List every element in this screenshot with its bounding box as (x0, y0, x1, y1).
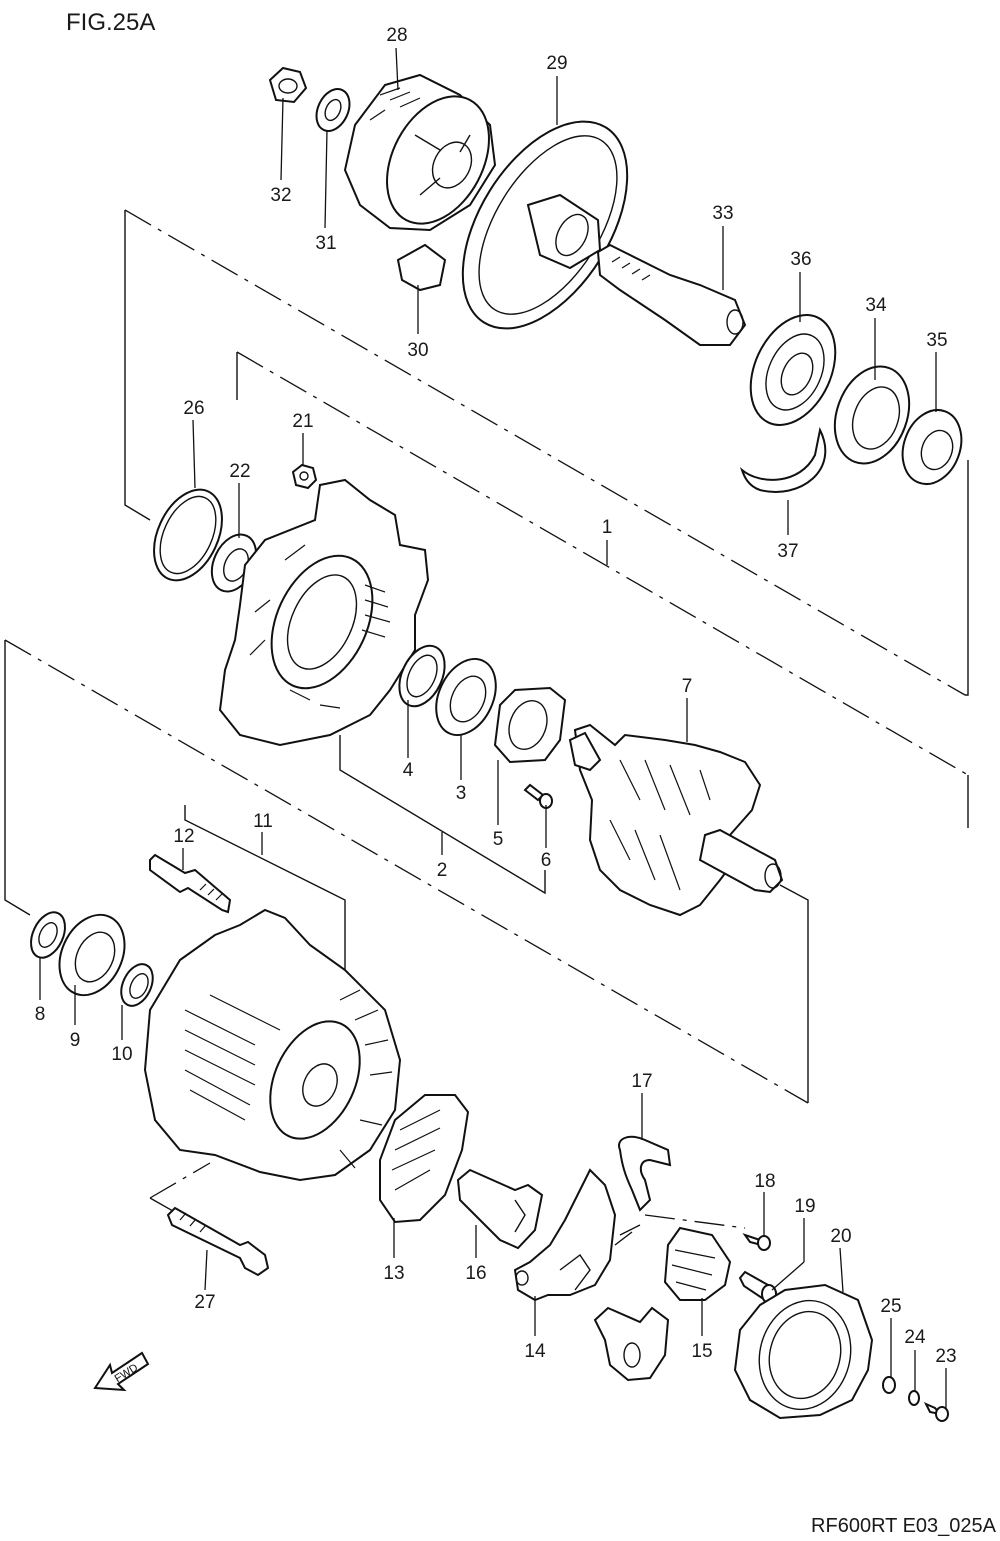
damper-rubber (396, 243, 447, 292)
forward-arrow-icon: FWD (93, 1351, 150, 1392)
callout-1: 1 (602, 517, 613, 538)
rotor (568, 723, 784, 917)
bearing-large (749, 314, 837, 426)
retainer-plate (493, 686, 567, 764)
bearing-rear (58, 913, 126, 997)
assembly-bracket-1 (124, 209, 969, 696)
callout-26: 26 (183, 398, 204, 419)
callout-10: 10 (111, 1044, 132, 1065)
callout-33: 33 (712, 203, 733, 224)
callout-32: 32 (270, 185, 291, 206)
bolt-19 (738, 1270, 778, 1304)
rear-cover (733, 1283, 874, 1420)
washer-25 (882, 1376, 896, 1394)
reference-code: RF600RT E03_025A (811, 1515, 997, 1537)
callout-18: 18 (754, 1171, 775, 1192)
callout-15: 15 (691, 1341, 712, 1362)
assembly-bracket-3 (4, 639, 809, 1104)
screw (523, 783, 553, 809)
callout-labels: 28 29 32 31 30 33 36 34 35 37 1 26 22 21… (35, 25, 957, 1367)
regulator-bracket (513, 1168, 617, 1302)
diode-plate (593, 1306, 670, 1382)
callout-13: 13 (383, 1263, 404, 1284)
callout-12: 12 (173, 826, 194, 847)
callout-29: 29 (546, 53, 567, 74)
bearing-front (435, 657, 497, 737)
thrust-washer (30, 911, 66, 959)
callout-2: 2 (437, 860, 448, 881)
assembly-bracket-4 (184, 735, 546, 980)
clutch-hub (343, 73, 497, 232)
flange-nut (268, 66, 308, 104)
callout-37: 37 (777, 541, 798, 562)
lock-washer-24 (908, 1390, 920, 1406)
screw-23 (923, 1401, 949, 1422)
callout-8: 8 (35, 1004, 46, 1025)
collar (120, 963, 154, 1007)
callout-31: 31 (315, 233, 336, 254)
callout-25: 25 (880, 1296, 901, 1317)
spacer-ring (833, 365, 911, 465)
callout-7: 7 (682, 676, 693, 697)
bearing-small (901, 409, 963, 485)
front-housing (218, 478, 430, 747)
terminal-wire (614, 1135, 672, 1246)
callout-4: 4 (403, 760, 414, 781)
callout-27: 27 (194, 1292, 215, 1313)
stud-bolt (149, 853, 232, 914)
figure-title: FIG.25A (66, 9, 155, 36)
callout-30: 30 (407, 340, 428, 361)
circlip (739, 426, 827, 493)
brush-assembly (456, 1168, 544, 1250)
nut-small (291, 463, 318, 490)
callout-23: 23 (935, 1346, 956, 1367)
callout-28: 28 (386, 25, 407, 46)
callout-16: 16 (465, 1263, 486, 1284)
callout-35: 35 (926, 330, 947, 351)
rectifier-cover (379, 1094, 470, 1224)
callout-5: 5 (493, 829, 504, 850)
callout-21: 21 (292, 411, 313, 432)
drive-pulley (461, 120, 629, 330)
leader-lines (39, 47, 947, 1408)
callout-36: 36 (790, 249, 811, 270)
callout-3: 3 (456, 783, 467, 804)
washer (315, 88, 351, 132)
callout-11: 11 (253, 811, 273, 832)
screw-18 (742, 1233, 771, 1251)
callout-24: 24 (904, 1327, 926, 1348)
through-bolt (166, 1206, 270, 1277)
voltage-regulator (663, 1226, 732, 1301)
callout-6: 6 (541, 850, 552, 871)
o-ring (153, 488, 223, 582)
callout-17: 17 (631, 1071, 652, 1092)
assembly-bracket-2 (236, 351, 969, 828)
drive-shaft (596, 243, 747, 346)
callout-34: 34 (865, 295, 887, 316)
callout-9: 9 (70, 1030, 81, 1051)
callout-19: 19 (794, 1196, 815, 1217)
callout-14: 14 (524, 1341, 546, 1362)
stator-housing (143, 908, 402, 1182)
callout-20: 20 (830, 1226, 851, 1247)
callout-22: 22 (229, 461, 250, 482)
